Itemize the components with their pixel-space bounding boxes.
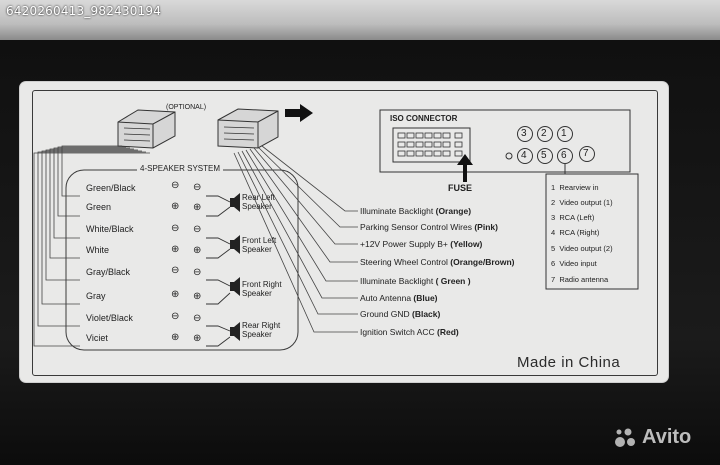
rca-number: 5 [541,150,547,161]
wire-color: Violet/Black [86,313,133,323]
speaker-icon [230,235,240,254]
polarity-sign: ⊕ [171,201,180,212]
made-in-label: Made in China [517,354,621,371]
rca-jacks [505,126,595,164]
polarity-sign: ⊕ [171,244,180,255]
wire-color: Green/Black [86,183,136,193]
speaker-label: Speaker [242,330,272,339]
background-top-surface [0,0,720,40]
polarity-sign: ⊕ [171,332,180,343]
connection-item: Ignition Switch ACC (Red) [360,327,459,337]
polarity-sign: ⊖ [171,265,180,276]
connection-item: Illuminate Backlight (Orange) [360,206,472,216]
optional-label: (OPTIONAL) [166,104,207,111]
speaker-wire-bundle [33,145,150,347]
speaker-icon [230,193,240,212]
iso-connector-title: ISO CONNECTOR [390,114,458,123]
speaker-label: Speaker [242,289,272,298]
wire-color: Green [86,202,112,212]
speaker-label: Front Left [242,236,277,245]
polarity-sign: ⊕ [171,289,180,300]
rca-number: 3 [521,128,527,139]
polarity-sign: ⊖ [193,224,202,235]
polarity-sign: ⊖ [193,313,202,324]
polarity-sign: ⊖ [193,267,202,278]
connection-item: Steering Wheel Control (Orange/Brown) [360,257,515,267]
polarity-sign: ⊕ [193,245,202,256]
speaker-label: Front Right [242,280,282,289]
rca-number: 6 [561,150,567,161]
speaker-leads [206,195,231,347]
wire-color: Gray/Black [86,267,131,277]
iso-connector-box [379,109,631,173]
avito-logo-icon [615,428,635,447]
wire-color: White/Black [86,224,134,234]
speaker-system-title: 4-SPEAKER SYSTEM [137,165,224,173]
polarity-sign: ⊕ [193,333,202,344]
rca-legend-item: 5 Video output (2) [551,244,613,253]
connection-item: Parking Sensor Control Wires (Pink) [360,222,498,232]
rca-number: 1 [561,128,567,139]
watermark-text: Avito [642,426,692,448]
speaker-icons [230,193,240,341]
fuse-label: FUSE [448,183,473,193]
speaker-icon [230,322,240,341]
rca-number: 7 [583,148,589,159]
polarity-sign: ⊖ [193,182,202,193]
speaker-label: Rear Right [242,321,281,330]
photo-tag: 6420260413_982430194 [6,4,162,18]
rca-legend-item: 6 Video input [551,259,597,268]
iso-pins [397,132,463,157]
connector-left-icon [117,109,176,149]
rca-legend-box [545,173,639,290]
speaker-icon [230,277,240,296]
polarity-sign: ⊖ [171,180,180,191]
connection-item: Ground GND (Black) [360,309,441,319]
connection-item: Illuminate Backlight ( Green ) [360,276,471,286]
speaker-label: Speaker [242,202,272,211]
rca-legend-item: 1 Rearview in [551,183,599,192]
rca-legend-item: 2 Video output (1) [551,198,613,207]
rca-number: 2 [541,128,547,139]
polarity-sign: ⊖ [171,311,180,322]
rca-legend-item: 3 RCA (Left) [551,213,595,222]
arrow-right-icon [285,104,313,122]
speaker-label: Rear Left [242,193,275,202]
rca-number: 4 [521,150,527,161]
polarity-sign: ⊖ [171,223,180,234]
speaker-label: Speaker [242,245,272,254]
wire-color: Gray [86,291,106,301]
rca-legend-item: 4 RCA (Right) [551,228,600,237]
arrow-up-icon [457,154,473,182]
connection-item: +12V Power Supply B+ (Yellow) [360,239,483,249]
watermark: Avito [614,426,691,449]
sticker-border [32,90,658,376]
wire-color: Viciet [86,333,108,343]
wire-color: White [86,245,110,255]
connection-item: Auto Antenna (Blue) [360,293,438,303]
connector-right-icon [217,108,279,149]
iso-plug-outline [392,127,471,163]
polarity-sign: ⊕ [193,291,202,302]
polarity-sign: ⊕ [193,202,202,213]
rca-legend-item: 7 Radio antenna [551,275,609,284]
power-wire-bundle [233,145,358,333]
